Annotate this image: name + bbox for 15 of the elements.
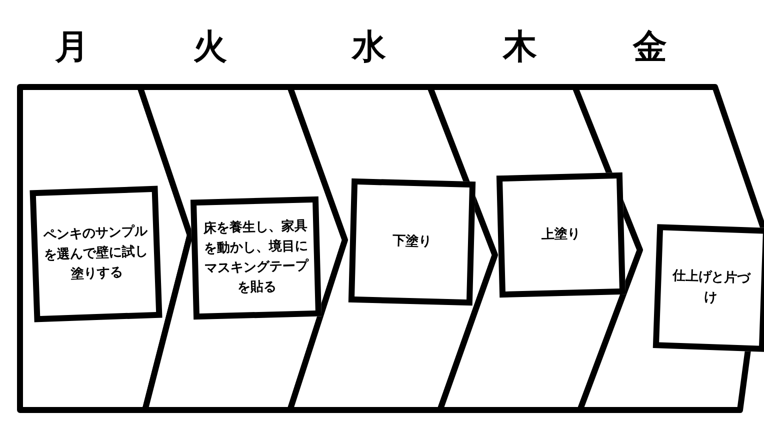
day-heading: 木 [503,30,537,64]
task-card [496,172,626,298]
day-heading: 月 [55,30,89,64]
task-text: 仕上げと片づけ [671,268,752,308]
day-heading: 金 [633,30,667,64]
task-card [30,186,162,322]
task-card [652,224,764,352]
task-text: 上塗り [541,225,581,244]
task-text: 下塗り [392,232,432,252]
task-text: ペンキのサンプルを選んで壁に試し塗りする [42,222,150,284]
day-heading: 火 [193,30,227,64]
task-text: 床を養生し、家具を動かし、境目にマスキングテープを貼る [202,217,310,298]
task-card [348,178,476,306]
task-card [190,196,322,320]
day-heading: 水 [352,30,386,64]
